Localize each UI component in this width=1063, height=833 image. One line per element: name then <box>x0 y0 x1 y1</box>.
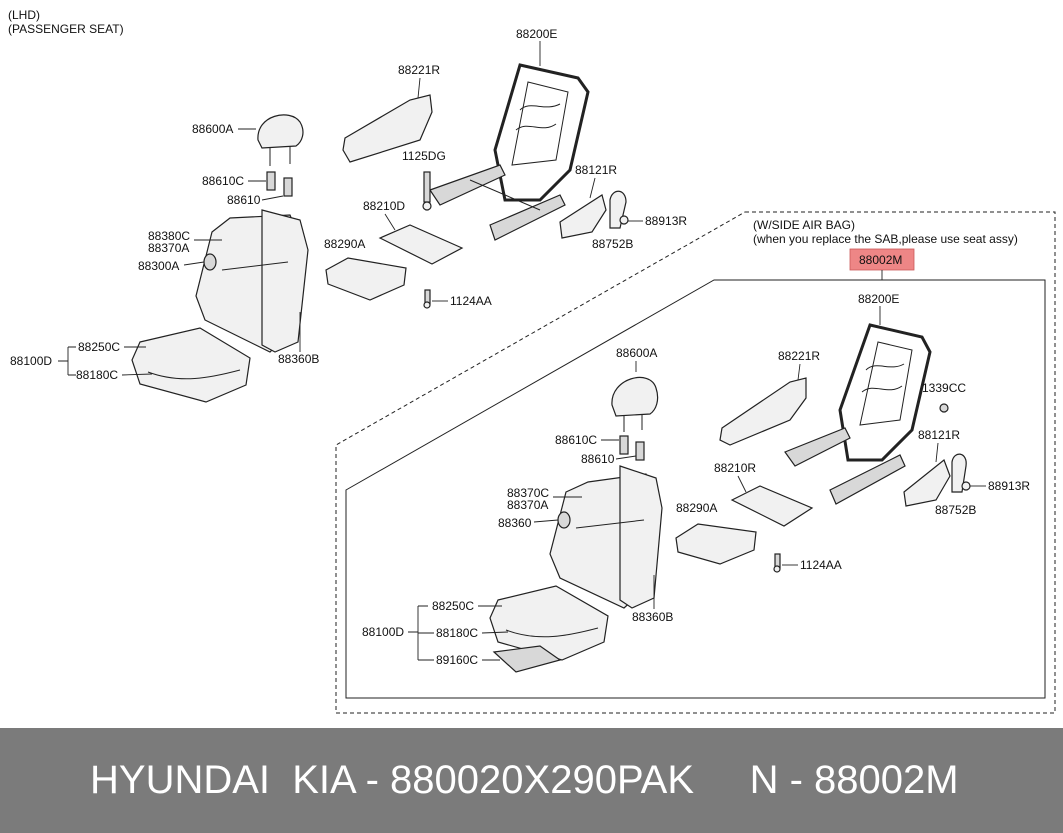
header-passenger-seat: (PASSENGER SEAT) <box>8 22 124 36</box>
label-88360B-right: 88360B <box>632 610 673 624</box>
sab-title: (W/SIDE AIR BAG) <box>753 218 855 232</box>
label-88180C-left: 88180C <box>76 368 118 382</box>
label-88121R-right: 88121R <box>918 428 960 442</box>
seat-back-frame-88200E-sab <box>784 323 932 505</box>
headrest-88600A-sab <box>611 376 659 432</box>
label-88360B-left: 88360B <box>278 352 319 366</box>
label-88210R-right: 88210R <box>714 461 756 475</box>
label-88290A-left: 88290A <box>324 237 365 251</box>
label-88600A-left: 88600A <box>192 122 233 136</box>
label-89160C-right: 89160C <box>436 653 478 667</box>
label-88210D-left: 88210D <box>363 199 405 213</box>
label-88752B-right: 88752B <box>935 503 976 517</box>
label-88100D-right: 88100D <box>362 625 404 639</box>
seat-cushion-88100D-sab <box>489 585 609 673</box>
label-88290A-right: 88290A <box>676 501 717 515</box>
bolt-1124AA-sab <box>773 553 781 573</box>
label-88180C-right: 88180C <box>436 626 478 640</box>
label-88221R-right: 88221R <box>778 349 820 363</box>
label-1124AA-left: 1124AA <box>450 294 492 308</box>
label-88913R-left: 88913R <box>645 214 687 228</box>
label-88610C-left: 88610C <box>202 174 244 188</box>
bracket-88210R <box>730 485 814 527</box>
bracket-88210D <box>378 224 464 265</box>
seat-back-88360-sab <box>549 465 663 609</box>
tray-88290A-sab <box>675 523 757 565</box>
header-lhd: (LHD) <box>8 8 40 22</box>
recliner-cover-88121R <box>559 194 607 239</box>
headrest-guide-88610C-sab <box>619 435 645 461</box>
side-cover-88221R-sab <box>719 377 807 446</box>
label-1339CC-right: 1339CC <box>922 381 966 395</box>
label-88221R: 88221R <box>398 63 440 77</box>
label-88250C-right: 88250C <box>432 599 474 613</box>
label-88250C-left: 88250C <box>78 340 120 354</box>
parts-diagram: (LHD) (PASSENGER SEAT) 88200E 88221R 112… <box>8 8 1056 714</box>
label-88370A-right: 88370A <box>507 498 548 512</box>
label-88200E: 88200E <box>516 27 557 41</box>
side-cover-88221R <box>342 94 433 163</box>
tray-88290A <box>325 257 407 301</box>
bolt-1124AA <box>423 289 431 309</box>
label-88913R-right: 88913R <box>988 479 1030 493</box>
label-1125DG: 1125DG <box>402 149 446 163</box>
part-number-banner: HYUNDAI KIA - 880020X290PAK N - 88002M <box>0 728 1063 833</box>
sab-inner-border <box>345 279 1046 699</box>
label-88100D-left: 88100D <box>10 354 52 368</box>
label-88752B-left: 88752B <box>592 237 633 251</box>
bolt-1125DG <box>422 171 432 211</box>
label-88610-left: 88610 <box>227 193 261 207</box>
label-88121R-left: 88121R <box>575 163 617 177</box>
label-88200E-right: 88200E <box>858 292 899 306</box>
recliner-cover-88121R-sab <box>903 459 951 507</box>
seat-back-frame-88200E <box>429 63 590 241</box>
label-88600A-right: 88600A <box>616 346 657 360</box>
nut-1339CC <box>939 403 949 413</box>
label-88370A-left: 88370A <box>148 241 189 255</box>
label-88610C-right: 88610C <box>555 433 597 447</box>
label-1124AA-right: 1124AA <box>800 558 842 572</box>
seat-back-88300A <box>195 209 309 353</box>
label-88300A-left: 88300A <box>138 259 179 273</box>
sab-note: (when you replace the SAB,please use sea… <box>753 232 1018 246</box>
label-88370C-right: 88370C <box>507 486 549 500</box>
seat-cushion-88100D <box>131 327 251 403</box>
label-88380C-left: 88380C <box>148 229 190 243</box>
label-88610-right: 88610 <box>581 452 615 466</box>
headrest-guide-88610C <box>266 171 293 197</box>
label-88360-right: 88360 <box>498 516 532 530</box>
headrest-88600A <box>257 114 304 166</box>
assembly-number-88002M: 88002M <box>859 253 902 267</box>
sab-outer-dashed-border <box>335 211 1056 714</box>
